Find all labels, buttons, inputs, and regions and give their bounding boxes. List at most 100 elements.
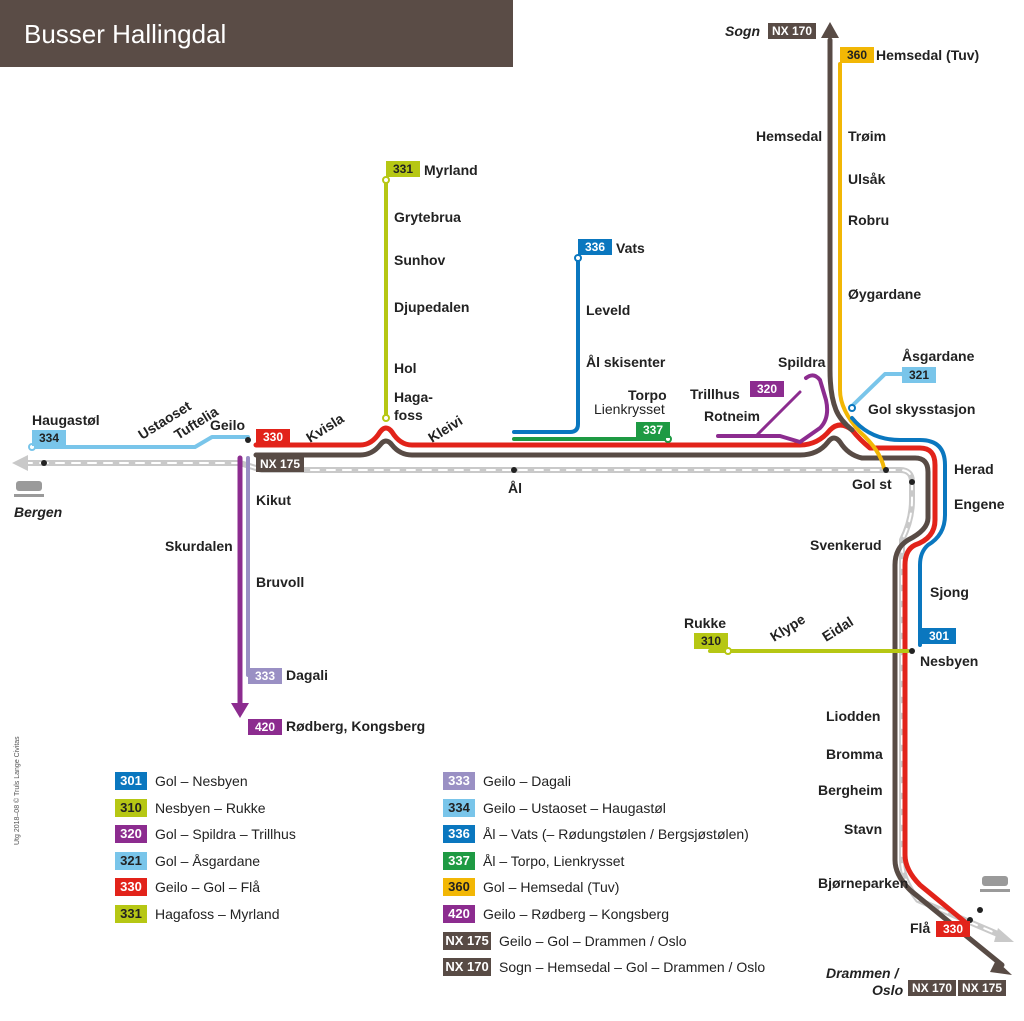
header-bar: Busser Hallingdal — [0, 0, 513, 67]
legend-row: 320 Gol – Spildra – Trillhus — [115, 824, 296, 844]
train-icon — [980, 876, 1010, 892]
badge-420: 420 — [255, 720, 275, 734]
label-eidal: Eidal — [819, 613, 856, 644]
label-trillhus: Trillhus — [690, 386, 740, 402]
legend-route-badge: 336 — [443, 825, 475, 844]
arrow-rail-oslo — [994, 928, 1014, 942]
route-nx-line — [253, 435, 1005, 968]
route-360-line — [838, 62, 886, 470]
label-kikut: Kikut — [256, 492, 291, 508]
label-bergheim: Bergheim — [818, 782, 883, 798]
label-skurdalen: Skurdalen — [165, 538, 233, 554]
label-troim: Trøim — [848, 128, 886, 144]
legend-row: 420 Geilo – Rødberg – Kongsberg — [443, 904, 669, 924]
label-engene: Engene — [954, 496, 1005, 512]
legend-route-text: Gol – Åsgardane — [155, 852, 261, 869]
label-al-skisenter: Ål skisenter — [586, 354, 666, 370]
badge-nx170-sogn: NX 170 — [772, 24, 812, 38]
legend-route-badge: 321 — [115, 851, 147, 870]
label-kleivi: Kleivi — [425, 412, 465, 445]
badge-nx170-bottom: NX 170 — [912, 981, 952, 995]
legend-route-text: Gol – Hemsedal (Tuv) — [483, 879, 620, 896]
legend-row: 360 Gol – Hemsedal (Tuv) — [443, 877, 619, 897]
badge-310: 310 — [701, 634, 721, 648]
route-321-line — [850, 372, 907, 408]
badge-nx175: NX 175 — [260, 457, 300, 471]
legend-route-badge: 333 — [443, 772, 475, 790]
station-dot — [883, 467, 889, 473]
label-bruvoll: Bruvoll — [256, 574, 304, 590]
label-oslo: Oslo — [872, 982, 904, 998]
label-gol-st: Gol st — [852, 476, 892, 492]
legend-route-badge: NX 170 — [443, 958, 491, 977]
label-spildra: Spildra — [778, 354, 826, 370]
label-leveld: Leveld — [586, 302, 630, 318]
label-rodberg-kongsberg: Rødberg, Kongsberg — [286, 718, 425, 734]
label-svenkerud: Svenkerud — [810, 537, 882, 553]
legend-row: 336 Ål – Vats (– Rødungstølen / Bergsjøst… — [443, 824, 749, 844]
label-djupedalen: Djupedalen — [394, 299, 469, 315]
legend-route-badge: 420 — [443, 905, 475, 923]
legend-route-badge: 310 — [115, 798, 147, 817]
label-hagafoss-1: Haga- — [394, 389, 433, 405]
legend-route-text: Nesbyen – Rukke — [155, 799, 266, 816]
label-hagafoss-2: foss — [394, 407, 423, 423]
label-gol-skysstasjon: Gol skysstasjon — [868, 401, 975, 417]
label-kvisla: Kvisla — [303, 410, 347, 446]
route-nx170-line — [827, 37, 855, 433]
legend-route-text: Geilo – Rødberg – Kongsberg — [483, 906, 669, 922]
label-bjorneparken: Bjørneparken — [818, 875, 908, 891]
badge-nx175-bottom: NX 175 — [962, 981, 1002, 995]
legend-route-badge: 330 — [115, 878, 147, 897]
legend-route-badge: 360 — [443, 878, 475, 897]
station-dot — [41, 460, 47, 466]
label-stavn: Stavn — [844, 821, 882, 837]
label-nesbyen: Nesbyen — [920, 653, 978, 669]
legend-route-badge: 320 — [115, 825, 147, 844]
route-320-spur — [754, 390, 802, 438]
station-dot — [245, 437, 251, 443]
label-hol: Hol — [394, 360, 417, 376]
label-ulsak: Ulsåk — [848, 171, 886, 187]
label-torpo: Torpo — [628, 387, 667, 403]
route-336-line — [512, 256, 580, 434]
label-grytebrua: Grytebrua — [394, 209, 461, 225]
arrow-kongsberg — [231, 703, 249, 718]
label-klype: Klype — [767, 611, 808, 645]
legend-route-text: Ål – Vats (– Rødungstølen / Bergsjøstøle… — [483, 826, 749, 843]
stop-dot — [574, 254, 582, 262]
station-dot — [909, 479, 915, 485]
legend-route-badge: NX 175 — [443, 931, 491, 950]
label-hemsedal: Hemsedal — [756, 128, 822, 144]
label-hemsedal-tuv: Hemsedal (Tuv) — [876, 47, 979, 63]
label-haugastol: Haugastøl — [32, 412, 100, 428]
label-drammen: Drammen / — [826, 965, 900, 981]
railway-line-dash — [23, 462, 1001, 936]
route-330-line — [253, 422, 968, 925]
legend-route-text: Geilo – Ustaoset – Haugastøl — [483, 799, 666, 816]
legend-route-text: Gol – Spildra – Trillhus — [155, 826, 296, 843]
route-334-line — [30, 435, 250, 449]
badge-333: 333 — [255, 669, 275, 683]
legend-route-badge: 331 — [115, 905, 147, 923]
legend-route-text: Sogn – Hemsedal – Gol – Drammen / Oslo — [499, 959, 766, 976]
legend-route-badge: 334 — [443, 798, 475, 817]
page-title: Busser Hallingdal — [24, 19, 227, 49]
badge-330: 330 — [263, 430, 283, 444]
label-herad: Herad — [954, 461, 994, 477]
badge-320: 320 — [757, 382, 777, 396]
legend-route-text: Gol – Nesbyen — [155, 773, 248, 789]
label-geilo: Geilo — [210, 417, 245, 433]
badge-337: 337 — [643, 423, 663, 437]
station-dot — [511, 467, 517, 473]
label-vats: Vats — [616, 240, 645, 256]
station-dot — [909, 648, 915, 654]
label-rotneim: Rotneim — [704, 408, 760, 424]
label-liodden: Liodden — [826, 708, 880, 724]
